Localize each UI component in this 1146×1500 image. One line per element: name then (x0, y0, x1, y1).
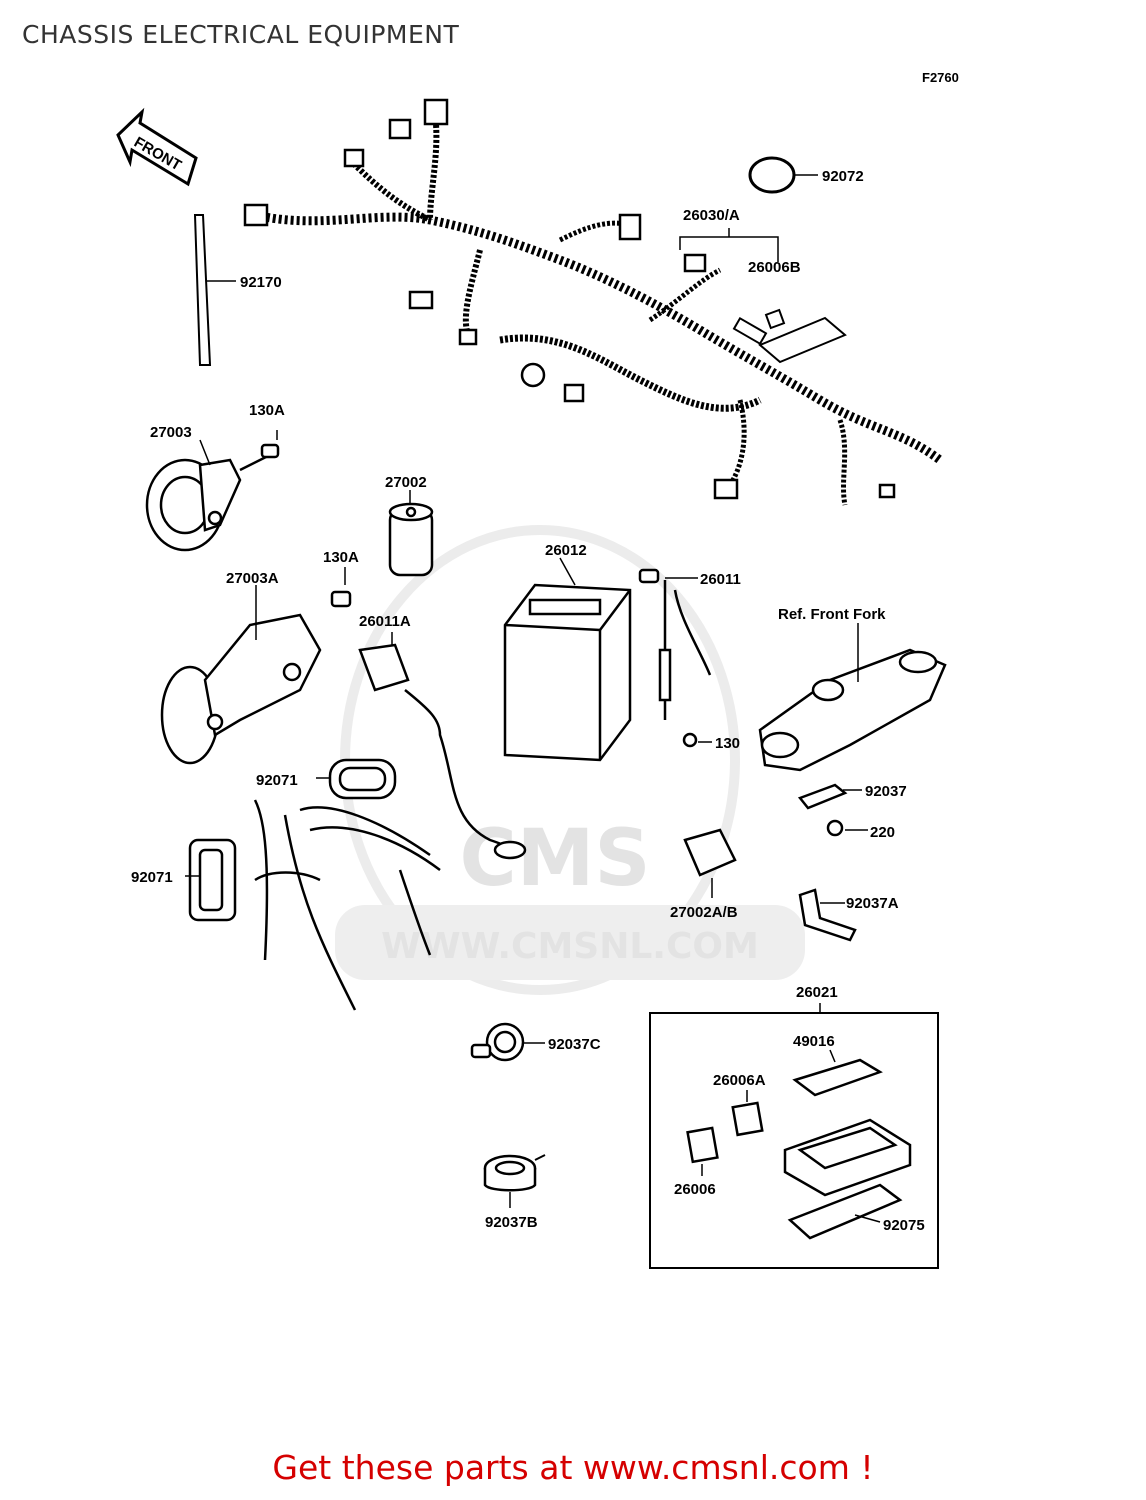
label-92071-2: 92071 (131, 869, 173, 886)
label-220: 220 (870, 824, 895, 841)
label-92075: 92075 (883, 1217, 925, 1234)
part-labels: 92072 26030/A 26006B 92170 130A 27003 27… (131, 168, 925, 1234)
label-92071-1: 92071 (256, 772, 298, 789)
bracket-92037A (798, 888, 857, 942)
bracket-26030 (679, 228, 779, 262)
frame (253, 799, 441, 1011)
label-26006B: 26006B (748, 259, 801, 276)
clamp-92037 (797, 783, 868, 837)
label-26006A: 26006A (713, 1072, 766, 1089)
part-49016 (792, 1049, 883, 1097)
label-27002: 27002 (385, 474, 427, 491)
figure-code: F2760 (922, 70, 959, 85)
watermark-url: WWW.CMSNL.COM (381, 926, 759, 967)
cover-92075 (787, 1183, 903, 1240)
cms-watermark: CMS WWW.CMSNL.COM (335, 525, 805, 995)
label-92037C: 92037C (548, 1036, 601, 1053)
label-92170: 92170 (240, 274, 282, 291)
cable-26011A (358, 632, 527, 860)
label-26011A: 26011A (359, 613, 411, 630)
parts-diagram: CMS WWW.CMSNL.COM FRONT (116, 98, 947, 1269)
footer-link-text[interactable]: Get these parts at www.cmsnl.com ! (272, 1448, 874, 1487)
label-92037A: 92037A (846, 895, 899, 912)
label-92037B: 92037B (485, 1214, 538, 1231)
fuse-box (783, 1118, 912, 1197)
label-27003: 27003 (150, 424, 192, 441)
horn-27003 (145, 430, 280, 552)
fuse-26006 (686, 1126, 719, 1176)
horn-27003A (160, 567, 352, 765)
label-130A-2: 130A (323, 549, 359, 566)
clamp-92037B (483, 1154, 546, 1208)
label-26011: 26011 (700, 571, 741, 588)
watermark-logo: CMS (459, 814, 650, 904)
label-26030A: 26030/A (683, 207, 740, 224)
fuse-26006A (731, 1090, 764, 1137)
cable-26011 (638, 568, 712, 748)
relay-27002AB (683, 828, 737, 898)
label-130: 130 (715, 735, 740, 752)
relay-27002 (388, 490, 434, 577)
band-92071 (185, 758, 397, 922)
label-27002AB: 27002A/B (670, 904, 738, 921)
fuse-holder-26006B (732, 308, 847, 364)
front-fork-bracket (758, 623, 947, 772)
label-26012: 26012 (545, 542, 587, 559)
clamp-92037C (470, 1022, 545, 1062)
label-ref-front-fork: Ref. Front Fork (778, 606, 886, 623)
label-92037: 92037 (865, 783, 907, 800)
label-27003A: 27003A (226, 570, 279, 587)
box-26021 (649, 1003, 939, 1269)
band-92072 (748, 156, 818, 194)
label-130A-1: 130A (249, 402, 285, 419)
front-arrow: FRONT (116, 107, 198, 187)
label-49016: 49016 (793, 1033, 835, 1050)
strap-92170 (193, 214, 236, 366)
label-26021: 26021 (796, 984, 838, 1001)
page-title: CHASSIS ELECTRICAL EQUIPMENT (22, 20, 460, 49)
wiring-harness (243, 98, 943, 506)
label-92072: 92072 (822, 168, 864, 185)
label-26006: 26006 (674, 1181, 716, 1198)
battery-26012 (503, 557, 632, 762)
